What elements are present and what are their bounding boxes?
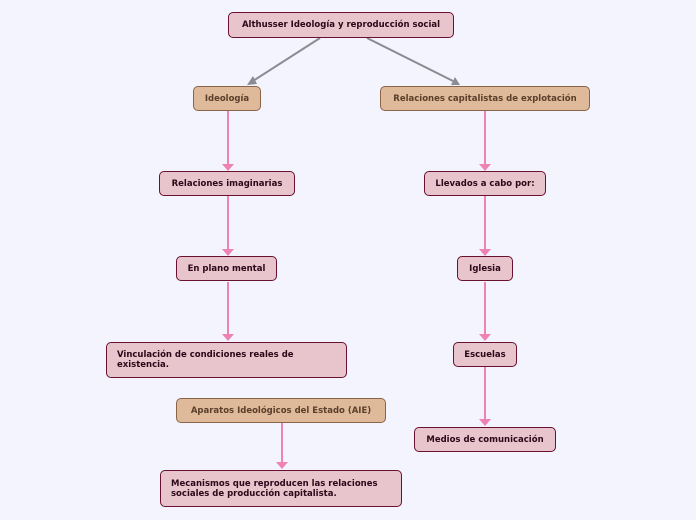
topic-medios[interactable]: Medios de comunicación bbox=[414, 427, 556, 452]
topic-ideologia-label: Ideología bbox=[204, 93, 250, 104]
arrowhead-icon bbox=[479, 164, 491, 171]
arrowhead-icon bbox=[479, 334, 491, 341]
topic-relaciones-capitalistas[interactable]: Relaciones capitalistas de explotación bbox=[380, 86, 590, 111]
topic-medios-label: Medios de comunicación bbox=[426, 434, 544, 445]
topic-vinculacion[interactable]: Vinculación de condiciones reales de exi… bbox=[106, 342, 347, 378]
topic-mecanismos[interactable]: Mecanismos que reproducen las relaciones… bbox=[160, 470, 402, 507]
topic-llevados-label: Llevados a cabo por: bbox=[435, 178, 535, 189]
arrowhead-icon bbox=[479, 419, 491, 426]
arrowhead-icon bbox=[222, 249, 234, 256]
arrowhead-icon bbox=[451, 77, 460, 85]
topic-mecanismos-label: Mecanismos que reproducen las relaciones… bbox=[171, 478, 378, 499]
topic-iglesia-label: Iglesia bbox=[469, 263, 501, 274]
topic-ideologia[interactable]: Ideología bbox=[193, 86, 261, 111]
topic-escuelas[interactable]: Escuelas bbox=[453, 342, 517, 367]
topic-aie[interactable]: Aparatos Ideológicos del Estado (AIE) bbox=[176, 398, 386, 423]
topic-escuelas-label: Escuelas bbox=[464, 349, 506, 360]
topic-relaciones-capitalistas-label: Relaciones capitalistas de explotación bbox=[393, 93, 577, 104]
edge-root-relaciones bbox=[366, 37, 454, 82]
arrowhead-icon bbox=[222, 164, 234, 171]
topic-plano-mental[interactable]: En plano mental bbox=[176, 256, 277, 281]
arrowhead-icon bbox=[247, 76, 257, 85]
topic-llevados[interactable]: Llevados a cabo por: bbox=[424, 171, 546, 196]
topic-vinculacion-label: Vinculación de condiciones reales de exi… bbox=[117, 350, 294, 370]
root-topic-label: Althusser Ideología y reproducción socia… bbox=[241, 20, 441, 30]
arrowhead-icon bbox=[222, 334, 234, 341]
topic-relaciones-imaginarias[interactable]: Relaciones imaginarias bbox=[159, 171, 295, 196]
topic-aie-label: Aparatos Ideológicos del Estado (AIE) bbox=[190, 405, 372, 416]
topic-iglesia[interactable]: Iglesia bbox=[457, 256, 513, 281]
topic-relaciones-imaginarias-label: Relaciones imaginarias bbox=[171, 178, 283, 189]
arrowhead-icon bbox=[276, 462, 288, 469]
topic-plano-mental-label: En plano mental bbox=[187, 263, 266, 274]
edge-root-ideologia bbox=[252, 37, 321, 82]
arrowhead-icon bbox=[479, 249, 491, 256]
root-topic[interactable]: Althusser Ideología y reproducción socia… bbox=[228, 12, 454, 38]
